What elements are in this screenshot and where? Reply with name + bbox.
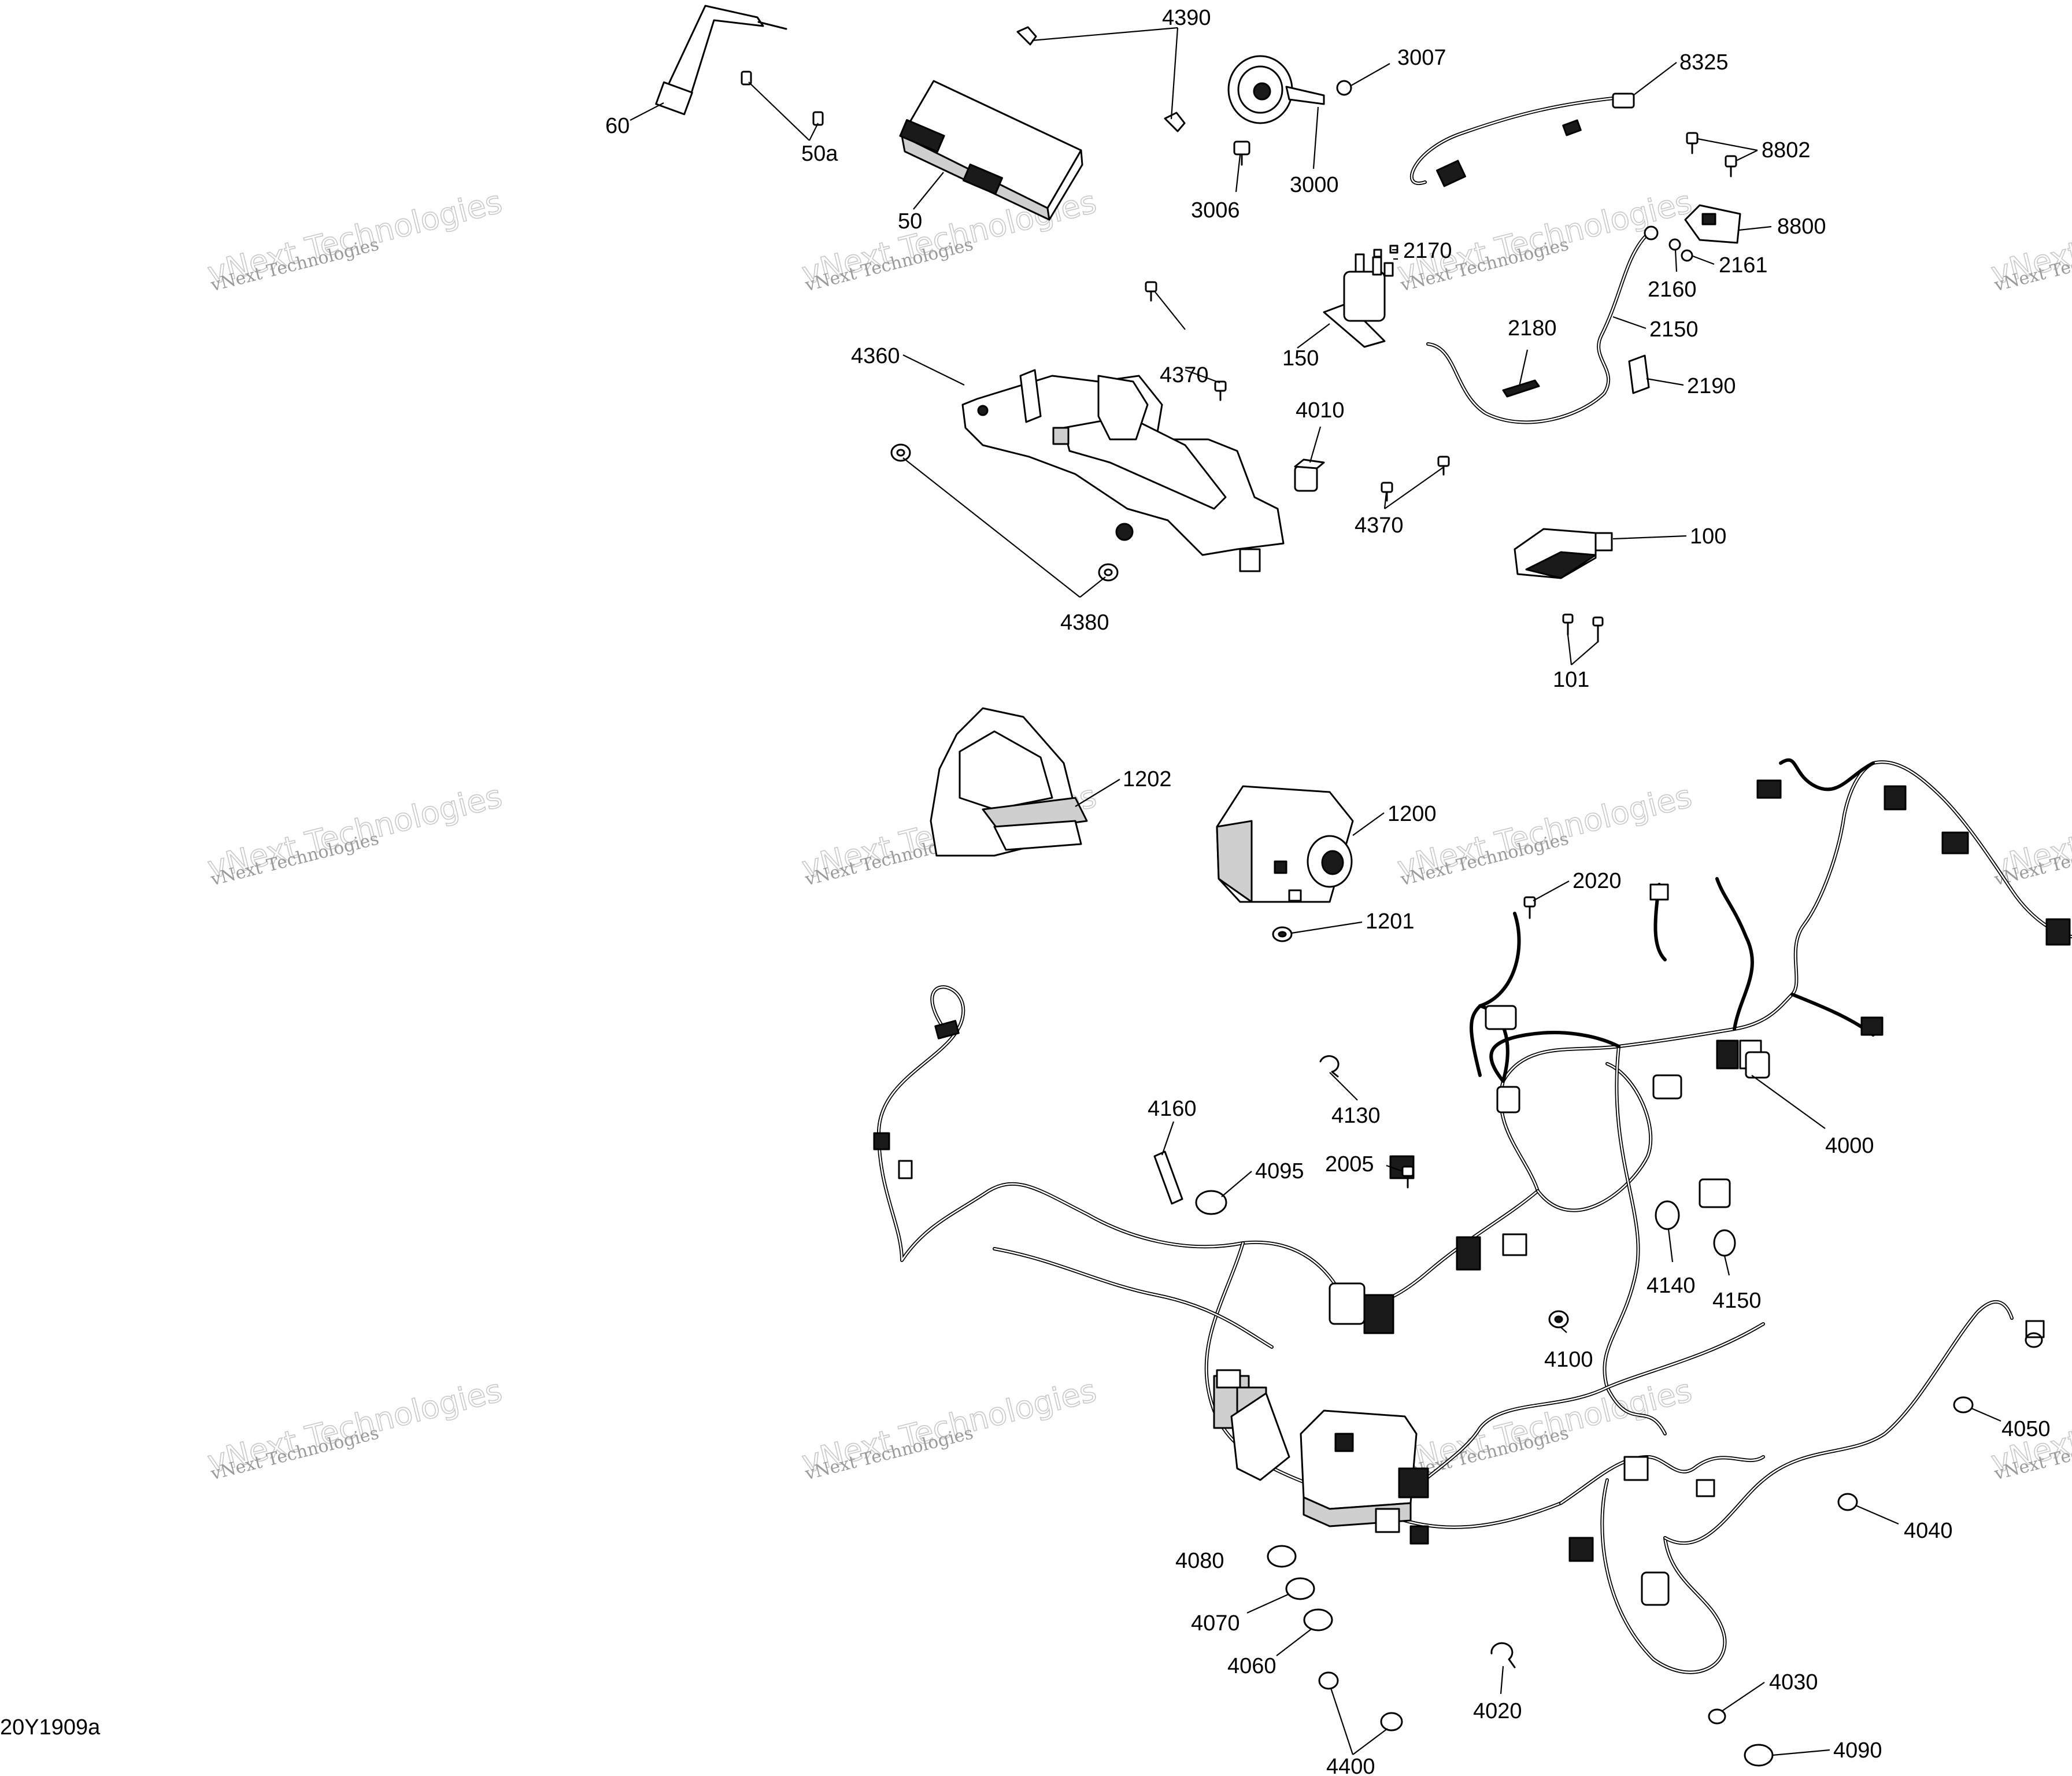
callout-4030: 4030 [1769,1670,1818,1694]
callout-2160: 2160 [1648,278,1697,302]
part-60-bracket [655,5,787,116]
part-8802-screws [1686,132,1737,177]
part-4095-clamp [1195,1190,1227,1215]
watermark: vNext Technologies vNext Technologies [798,1371,1100,1484]
callout-4090: 4090 [1833,1738,1882,1763]
callout-4140: 4140 [1646,1274,1696,1298]
part-4080-clamp [1267,1545,1297,1568]
callout-4020: 4020 [1473,1699,1522,1723]
callout-labels: 60 50a 50 4390 3006 3000 3007 8325 8802 … [0,6,2051,1776]
part-3007-nut [1336,80,1352,96]
part-ecu-box [1216,1369,1429,1545]
callout-4390: 4390 [1162,6,1211,30]
part-2190-bracket [1628,354,1650,394]
callout-2020: 2020 [1572,869,1622,893]
part-4030-clamp [1708,1708,1726,1725]
callout-4370-upper: 4370 [1160,363,1209,387]
callout-2005: 2005 [1325,1152,1374,1176]
leader-lines [630,27,2001,1756]
part-4130-clamp [1319,1055,1340,1078]
callout-1200: 1200 [1388,802,1437,826]
callout-4380: 4380 [1060,610,1109,635]
callout-4040: 4040 [1904,1519,1953,1543]
callout-3007: 3007 [1397,46,1446,70]
part-4050-clamp [1953,1396,1974,1414]
part-3000-horn [1227,55,1325,124]
callout-8802: 8802 [1762,138,1811,162]
part-50a-screws [741,71,824,126]
part-4100-grommet [1548,1310,1569,1329]
watermark: vNext Technologies vNext Technologies [1987,183,2072,295]
callout-4060: 4060 [1227,1654,1276,1678]
part-150-solenoid [1323,245,1398,348]
callout-100: 100 [1690,524,1726,549]
watermark: vNext Technologies vNext Technologies [1393,777,1696,890]
callout-4095: 4095 [1255,1159,1304,1183]
callout-4150: 4150 [1712,1289,1762,1313]
part-4160-strap [1153,1150,1183,1205]
part-4060-clamp [1303,1608,1333,1631]
callout-101: 101 [1553,668,1589,692]
part-100-module [1514,528,1613,579]
part-2160-2161-nuts [1668,238,1693,262]
callout-4000: 4000 [1825,1134,1874,1158]
callout-50: 50 [898,209,922,234]
callout-4130: 4130 [1331,1104,1381,1128]
callout-4100: 4100 [1544,1348,1593,1372]
part-8800-module [1684,204,1741,244]
part-4390-clips [1016,26,1186,132]
callout-4070: 4070 [1191,1611,1240,1636]
part-8325-sensor-wire [1409,92,1635,187]
watermark: vNext Technologies vNext Technologies [204,183,506,295]
part-clamp-right [2025,1332,2043,1348]
part-4010-block [1294,458,1325,492]
callout-4370-lower: 4370 [1355,513,1404,538]
part-50-battery [899,80,1083,221]
part-2020-screw [1523,896,1536,919]
callout-60: 60 [605,114,630,138]
part-4090-clamp [1744,1744,1774,1767]
callout-4360: 4360 [851,344,900,368]
part-101-screws [1562,613,1604,643]
part-4040-clamp [1837,1493,1858,1511]
callout-2190: 2190 [1687,374,1736,398]
part-4020-clamp [1490,1642,1516,1668]
callout-3000: 3000 [1290,173,1339,197]
callout-50a: 50a [801,142,838,166]
callout-2170: 2170 [1403,239,1452,263]
part-2150-cable [1426,225,1659,424]
figure-code: 20Y1909a [0,1715,101,1740]
part-4150-clamp [1713,1229,1736,1257]
part-4370-screws [1145,281,1450,502]
part-1200-abs-unit [1216,785,1354,903]
part-4070-clamp [1285,1577,1315,1600]
callout-8325: 8325 [1679,50,1729,75]
part-4400-clamps [1318,1671,1403,1731]
callout-2150: 2150 [1649,317,1699,342]
watermark: vNext Technologies vNext Technologies [204,777,506,890]
callout-1201: 1201 [1366,909,1415,934]
callout-4160: 4160 [1148,1097,1197,1121]
part-4140-clamp [1655,1200,1680,1230]
part-4360-bracket [961,369,1285,572]
part-1202-bracket [930,707,1088,857]
part-3006-screw [1233,140,1250,166]
part-2180-fuse [1502,379,1540,398]
callout-4010: 4010 [1296,398,1345,423]
callout-3006: 3006 [1191,198,1240,223]
callout-4080: 4080 [1175,1549,1224,1573]
callout-1202: 1202 [1123,767,1172,791]
callout-2180: 2180 [1508,316,1557,341]
callout-4400: 4400 [1326,1755,1375,1776]
part-1201-grommet [1272,926,1293,942]
callout-2161: 2161 [1719,253,1768,278]
callout-8800: 8800 [1777,214,1826,239]
part-4000-main-harness [873,758,2072,1674]
callout-4050: 4050 [2001,1417,2051,1441]
watermark: vNext Technologies vNext Technologies [204,1371,506,1484]
callout-150: 150 [1282,346,1319,371]
part-4380-washers [890,443,1119,582]
